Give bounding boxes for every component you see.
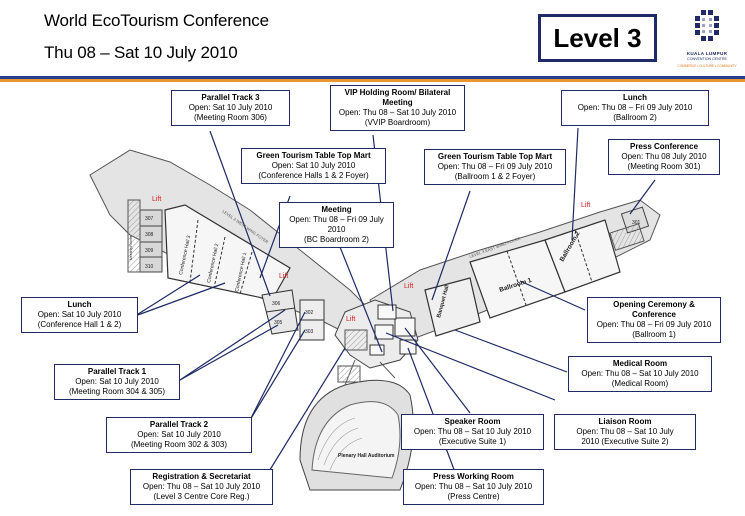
room-301-label: 301 — [632, 220, 641, 226]
lift-marker-west: Lift — [152, 196, 162, 203]
callout-green-mart-conference: Green Tourism Table Top Mart Open: Sat 1… — [241, 148, 386, 184]
meeting-rooms-label: Meeting Rooms — [129, 235, 133, 260]
callout-press-working-room: Press Working Room Open: Thu 08 – Sat 10… — [403, 469, 544, 505]
callout-lunch-ballroom: Lunch Open: Thu 08 – Fri 09 July 2010 (B… — [561, 90, 709, 126]
logo-subtitle: CONVENTION CENTRE — [687, 57, 727, 61]
header-rule-orange — [0, 79, 745, 82]
callout-liaison-room: Liaison Room Open: Thu 08 – Sat 10 July … — [554, 414, 696, 450]
executive-suite-1 — [394, 317, 416, 337]
conference-dates: Thu 08 – Sat 10 July 2010 — [44, 43, 238, 62]
bc-boardroom-2 — [369, 344, 385, 356]
floor-plan-drawing: Ballroom 1 Ballroom 2 Banquet Hall Plena… — [89, 127, 661, 491]
callout-parallel-track-3: Parallel Track 3 Open: Sat 10 July 2010 … — [171, 90, 290, 126]
room-303-label: 303 — [305, 329, 314, 335]
room-310-label: 310 — [145, 264, 154, 270]
logo-tagline: COMMERCE • CULTURE • COMMUNITY — [677, 64, 737, 68]
ballroom-2-outline — [544, 219, 621, 293]
vvip-boardroom — [377, 304, 397, 320]
executive-suite-2 — [374, 324, 394, 340]
banquet-hall-outline — [424, 277, 481, 337]
room-305-label: 305 — [274, 320, 283, 326]
callout-registration-secretariat: Registration & Secretariat Open: Thu 08 … — [130, 469, 273, 505]
lift-marker-east: Lift — [404, 283, 414, 290]
room-309-label: 309 — [145, 248, 154, 254]
room-302-label: 302 — [305, 310, 314, 316]
logo-name: KUALA LUMPUR — [686, 51, 728, 56]
callout-press-conference: Press Conference Open: Thu 08 July 2010 … — [608, 139, 720, 175]
kl-convention-centre-logo: KUALA LUMPUR CONVENTION CENTRE COMMERCE … — [671, 7, 743, 73]
callout-green-mart-ballroom: Green Tourism Table Top Mart Open: Thu 0… — [424, 149, 566, 185]
room-308-label: 308 — [145, 232, 154, 238]
conference-title: World EcoTourism Conference — [44, 11, 269, 30]
callout-speaker-room: Speaker Room Open: Thu 08 – Sat 10 July … — [401, 414, 544, 450]
callout-meeting-bc-boardroom: Meeting Open: Thu 08 – Fri 09 July 2010 … — [279, 202, 394, 248]
room-307-label: 307 — [145, 216, 154, 222]
callout-parallel-track-2: Parallel Track 2 Open: Sat 10 July 2010 … — [106, 417, 252, 453]
room-306-label: 306 — [272, 301, 281, 307]
callout-lunch-conference-hall: Lunch Open: Sat 10 July 2010 (Conference… — [21, 297, 138, 333]
plenary-label: Plenary Hall Auditorium — [338, 453, 395, 459]
lift-marker-west-2: Lift — [279, 273, 289, 280]
lift-marker-centre: Lift — [346, 316, 356, 323]
callout-opening-ceremony: Opening Ceremony & Conference Open: Thu … — [587, 297, 721, 343]
floor-plan-map: Ballroom 1 Ballroom 2 Banquet Hall Plena… — [0, 82, 745, 516]
conference-halls-block — [164, 204, 291, 301]
level-indicator: Level 3 — [538, 14, 657, 62]
header-rule-blue — [0, 76, 745, 79]
lift-marker-east-2: Lift — [581, 202, 591, 209]
callout-parallel-track-1: Parallel Track 1 Open: Sat 10 July 2010 … — [54, 364, 180, 400]
logo-mark-icon — [695, 10, 719, 41]
callout-medical-room: Medical Room Open: Thu 08 – Sat 10 July … — [568, 356, 712, 392]
callout-vip-holding-room: VIP Holding Room/ Bilateral Meeting Open… — [330, 85, 465, 131]
